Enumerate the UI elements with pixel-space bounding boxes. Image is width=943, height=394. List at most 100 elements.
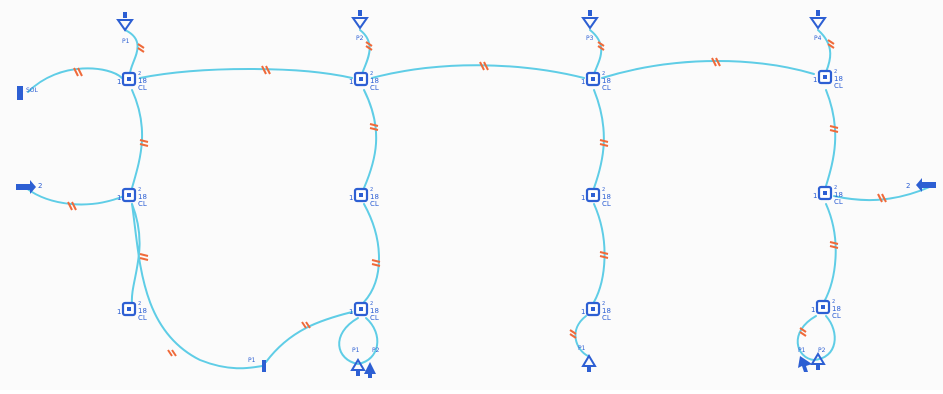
component-label: CL	[138, 314, 147, 322]
wire-marker	[67, 201, 77, 211]
wire-marker	[167, 349, 177, 357]
wire-marker	[877, 193, 887, 203]
component-core-icon	[359, 77, 363, 81]
right-port[interactable]: 2	[906, 178, 936, 192]
pin-left-label: 1	[581, 308, 585, 316]
port-label: P1	[122, 38, 130, 45]
wire-marker	[799, 327, 807, 337]
pin-left-label: 1	[117, 194, 121, 202]
port-stub	[816, 364, 820, 370]
port-label: P2	[356, 35, 364, 42]
pin-left-label: 1	[581, 194, 585, 202]
pin-top-label: 2	[834, 185, 837, 191]
wire-marker	[711, 57, 721, 67]
wire-marker	[599, 139, 609, 147]
component-core-icon	[591, 77, 595, 81]
component-label: CL	[834, 82, 843, 90]
port-triangle-icon	[581, 354, 597, 367]
wire-marker	[597, 41, 605, 51]
wire-col1-b	[130, 203, 141, 305]
component-core-icon	[821, 305, 825, 309]
port-stub	[587, 366, 591, 372]
bottom-port-3[interactable]: P2	[364, 347, 380, 378]
component-core-icon	[359, 307, 363, 311]
component-core-icon	[127, 307, 131, 311]
component-label: CL	[602, 200, 611, 208]
wire-col2-loop	[338, 317, 379, 366]
pin-left-label: 1	[813, 192, 817, 200]
bottom-port-2[interactable]: P1	[350, 347, 366, 376]
wire-p3-feed	[589, 29, 603, 75]
source-block-icon	[17, 86, 23, 100]
left-source[interactable]: SOL	[17, 86, 39, 100]
component-label: CL	[602, 84, 611, 92]
wire-marker	[139, 139, 149, 147]
arrow-left-icon	[916, 178, 936, 192]
wire-marker	[827, 39, 835, 49]
component-core-icon	[359, 193, 363, 197]
wire-marker	[137, 43, 145, 53]
component-label: CL	[138, 200, 147, 208]
component-core-icon	[823, 75, 827, 79]
component-label: CL	[138, 84, 147, 92]
wire-marker	[599, 251, 609, 259]
component-label: CL	[602, 314, 611, 322]
port-stub	[816, 10, 820, 16]
port-p3[interactable]: P3	[581, 10, 599, 42]
wire-top-3-4	[601, 60, 815, 79]
component-core-icon	[823, 191, 827, 195]
pin-top-label: 2	[138, 187, 141, 193]
pin-top-label: 2	[138, 301, 141, 307]
wire-col2-b	[363, 203, 380, 303]
pin-top-label: 2	[370, 301, 373, 307]
arrow-right-icon	[16, 180, 36, 194]
bottom-port-1[interactable]: P1	[248, 357, 266, 372]
left-port[interactable]: 2	[16, 180, 42, 194]
marker-group	[67, 39, 887, 357]
value-label: 18	[138, 193, 147, 201]
port-label: P3	[586, 35, 594, 42]
component-core-icon	[591, 307, 595, 311]
bottom-port-4[interactable]: P1	[578, 345, 597, 372]
pin-top-label: 2	[834, 69, 837, 75]
value-label: 18	[370, 307, 379, 315]
bottom-port-5[interactable]: P1 P2	[798, 347, 826, 372]
wire-col2-a	[363, 89, 378, 189]
value-label: 18	[602, 193, 611, 201]
port-triangle-icon	[581, 17, 599, 30]
wire-top-2-3	[371, 64, 585, 79]
value-label: 18	[602, 77, 611, 85]
port-p1[interactable]: P1	[116, 12, 134, 45]
pin-left-label: 1	[117, 308, 121, 316]
pin-left-label: 1	[349, 78, 353, 86]
port-label: P1	[578, 345, 586, 352]
pin-top-label: 2	[602, 71, 605, 77]
port-p4[interactable]: P4	[809, 10, 827, 42]
port-triangle-icon	[809, 17, 827, 30]
port-label: P4	[814, 35, 822, 42]
wire-marker	[139, 253, 149, 261]
pin-top-label: 2	[138, 71, 141, 77]
wire-col4-a	[825, 89, 837, 187]
wire-p4-feed	[817, 29, 832, 73]
port-stub	[356, 370, 360, 376]
wire-col3-down	[574, 315, 589, 357]
port-p2[interactable]: P2	[351, 10, 369, 42]
value-label: 18	[370, 77, 379, 85]
wire-col1-bottom	[131, 203, 263, 370]
wire-col2-left	[265, 311, 353, 363]
pin-top-label: 2	[370, 187, 373, 193]
